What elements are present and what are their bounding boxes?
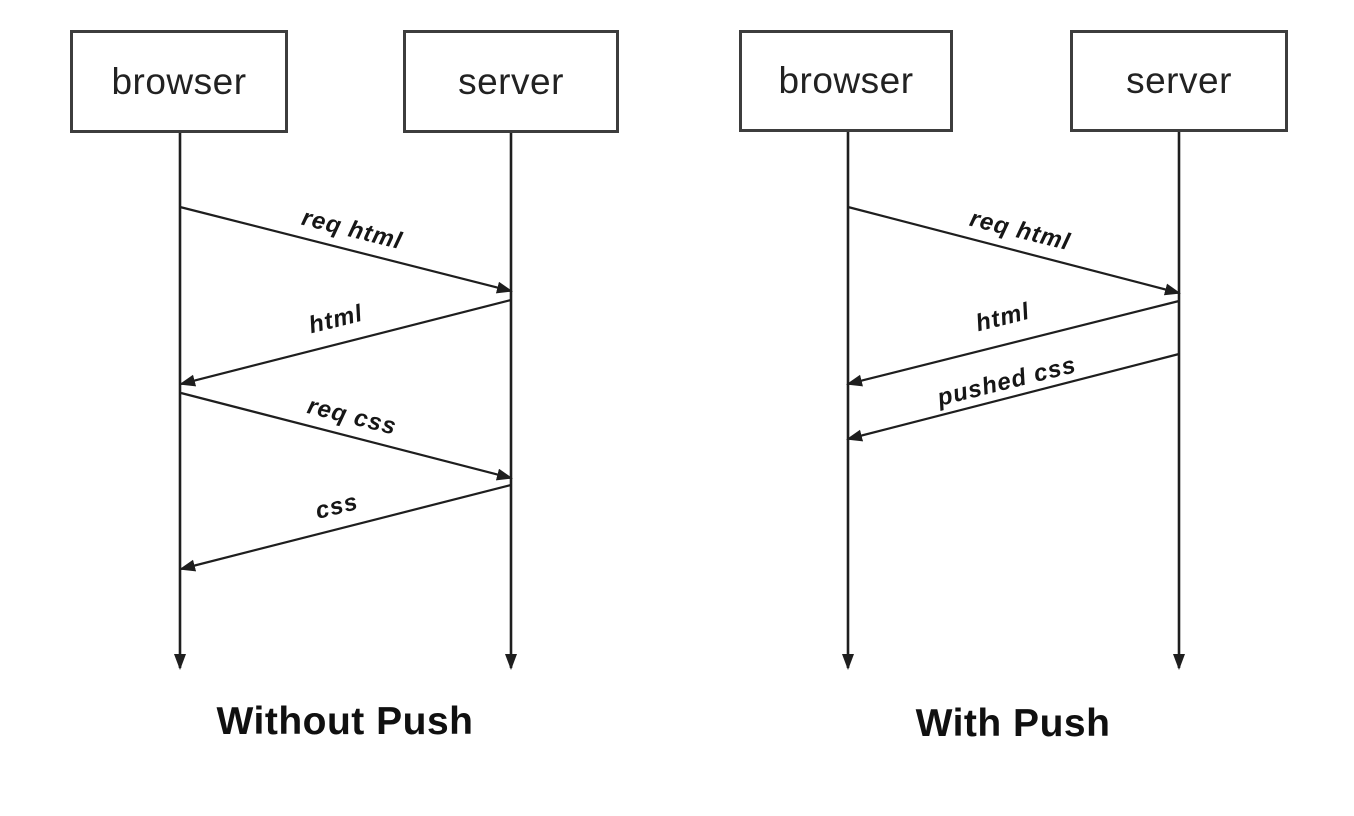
arrow-req-html-right [847, 205, 1181, 296]
actor-label-server-right: server [1126, 60, 1232, 101]
diagram-title-without-push: Without Push [216, 700, 474, 743]
actor-box-server-right: server [1070, 30, 1288, 132]
arrow-css-left [179, 483, 512, 572]
arrow-pushed-css-right [846, 352, 1180, 442]
actor-box-browser-right: browser [739, 30, 953, 132]
arrow-req-html-left [179, 205, 513, 294]
arrow-req-css-left [180, 391, 513, 481]
actor-box-server-left: server [403, 30, 619, 133]
actor-label-server-left: server [458, 60, 564, 102]
diagram-title-with-push: With Push [915, 702, 1111, 745]
actor-box-browser-left: browser [70, 30, 288, 133]
arrow-html-right [846, 299, 1180, 387]
arrow-html-left [179, 298, 512, 387]
actor-label-browser-right: browser [778, 60, 914, 101]
actor-label-browser-left: browser [111, 60, 247, 102]
